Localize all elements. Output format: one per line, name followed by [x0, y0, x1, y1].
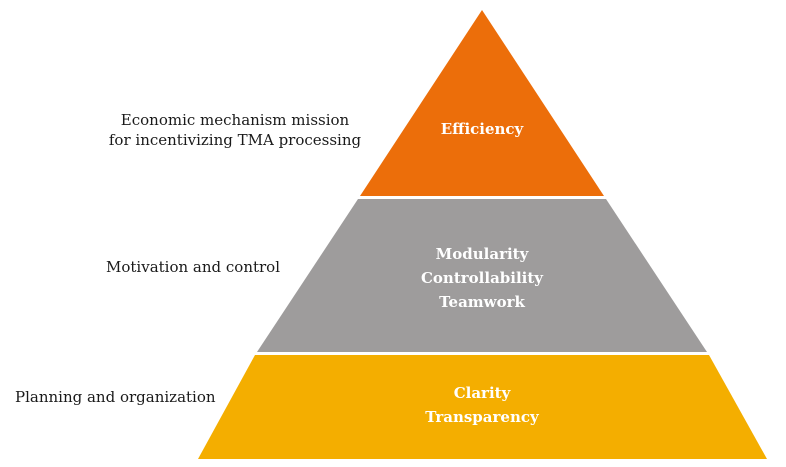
tier-label-top: Economic mechanism mission for incentivi…: [100, 110, 370, 150]
tier-item-modularity: Modularity: [435, 245, 529, 263]
tier-label-top-line-2: for incentivizing TMA processing: [108, 131, 362, 149]
tier-items-top: Efficiency: [382, 117, 582, 141]
tier-label-middle-line-1: Motivation and control: [106, 258, 281, 276]
pyramid-tier-top: [360, 10, 604, 196]
tier-item-controllability: Controllability: [420, 269, 544, 287]
tier-items-bottom: Clarity Transparency: [382, 381, 582, 429]
tier-item-transparency: Transparency: [425, 408, 539, 426]
tier-label-bottom: Planning and organization: [15, 387, 216, 407]
pyramid-tier-bottom: [198, 355, 767, 459]
tier-label-middle: Motivation and control: [106, 257, 280, 277]
tier-items-middle: Modularity Controllability Teamwork: [382, 242, 582, 314]
tier-item-teamwork: Teamwork: [439, 293, 525, 311]
tier-item-clarity: Clarity: [453, 384, 511, 402]
tier-item-efficiency: Efficiency: [440, 120, 524, 138]
pyramid-tier-middle: [257, 199, 707, 352]
tier-label-bottom-line-1: Planning and organization: [15, 388, 216, 406]
tier-label-top-line-1: Economic mechanism mission: [120, 111, 350, 129]
